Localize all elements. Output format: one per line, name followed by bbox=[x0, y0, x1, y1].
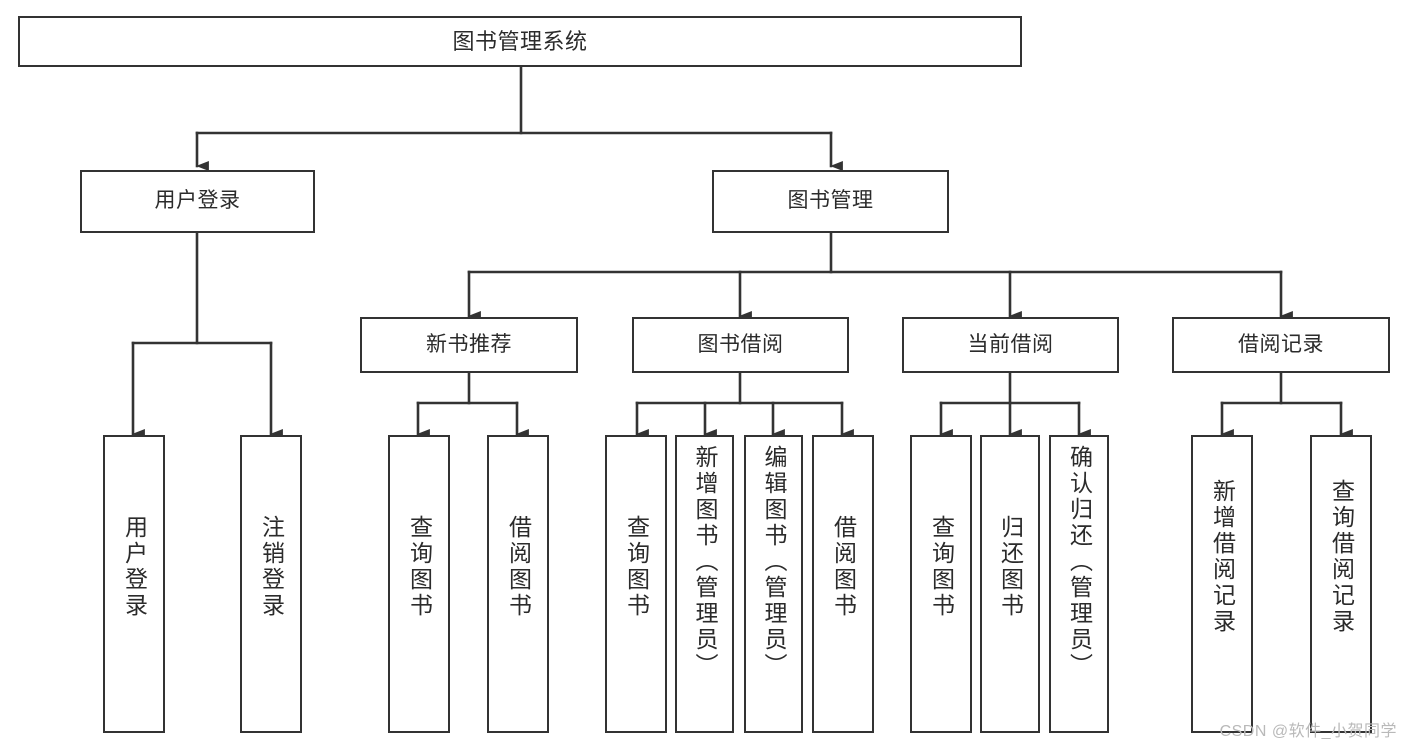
node-label: 查询借阅记录 bbox=[1328, 479, 1355, 635]
node-label: 查询图书 bbox=[623, 515, 650, 619]
node-label: 图书管理 bbox=[787, 189, 874, 213]
node-leaf-query-borrow-record[interactable]: 查询借阅记录 bbox=[1310, 435, 1372, 733]
node-leaf-borrow-book-1[interactable]: 借阅图书 bbox=[487, 435, 549, 733]
node-leaf-edit-book-admin[interactable]: 编辑图书（管理员） bbox=[744, 435, 803, 733]
node-user-login[interactable]: 用户登录 bbox=[80, 170, 315, 233]
node-leaf-add-book-admin[interactable]: 新增图书（管理员） bbox=[675, 435, 734, 733]
node-label: 查询图书 bbox=[406, 515, 433, 619]
node-leaf-query-book-3[interactable]: 查询图书 bbox=[910, 435, 972, 733]
node-borrow-record[interactable]: 借阅记录 bbox=[1172, 317, 1390, 373]
node-label: 注销登录 bbox=[258, 515, 285, 619]
node-label: 借阅图书 bbox=[505, 515, 532, 619]
node-label: 新增借阅记录 bbox=[1209, 479, 1236, 635]
node-current-borrow[interactable]: 当前借阅 bbox=[902, 317, 1119, 373]
node-leaf-user-login[interactable]: 用户登录 bbox=[103, 435, 165, 733]
node-book-manage[interactable]: 图书管理 bbox=[712, 170, 949, 233]
node-label: 用户登录 bbox=[121, 515, 148, 619]
node-label: 当前借阅 bbox=[967, 332, 1054, 356]
node-label: 用户登录 bbox=[154, 189, 241, 213]
node-label: 查询图书 bbox=[928, 515, 955, 619]
node-leaf-return-book[interactable]: 归还图书 bbox=[980, 435, 1040, 733]
node-root-system[interactable]: 图书管理系统 bbox=[18, 16, 1022, 67]
node-label: 新书推荐 bbox=[426, 332, 512, 356]
node-label: 确认归还（管理员） bbox=[1066, 445, 1093, 679]
node-leaf-logout-login[interactable]: 注销登录 bbox=[240, 435, 302, 733]
node-leaf-borrow-book-2[interactable]: 借阅图书 bbox=[812, 435, 874, 733]
csdn-watermark: CSDN @软件_小贺同学 bbox=[1219, 723, 1397, 740]
node-new-book-recommend[interactable]: 新书推荐 bbox=[360, 317, 578, 373]
node-label: 归还图书 bbox=[997, 515, 1024, 619]
node-leaf-add-borrow-record[interactable]: 新增借阅记录 bbox=[1191, 435, 1253, 733]
node-label: 图书借阅 bbox=[697, 332, 784, 356]
node-label: 编辑图书（管理员） bbox=[761, 445, 787, 679]
node-label: 新增图书（管理员） bbox=[692, 445, 718, 679]
node-label: 借阅记录 bbox=[1238, 332, 1324, 356]
node-label: 图书管理系统 bbox=[452, 28, 588, 54]
node-leaf-confirm-return-admin[interactable]: 确认归还（管理员） bbox=[1049, 435, 1109, 733]
node-label: 借阅图书 bbox=[830, 515, 857, 619]
node-book-borrow[interactable]: 图书借阅 bbox=[632, 317, 849, 373]
node-leaf-query-book-2[interactable]: 查询图书 bbox=[605, 435, 667, 733]
node-leaf-query-book-1[interactable]: 查询图书 bbox=[388, 435, 450, 733]
